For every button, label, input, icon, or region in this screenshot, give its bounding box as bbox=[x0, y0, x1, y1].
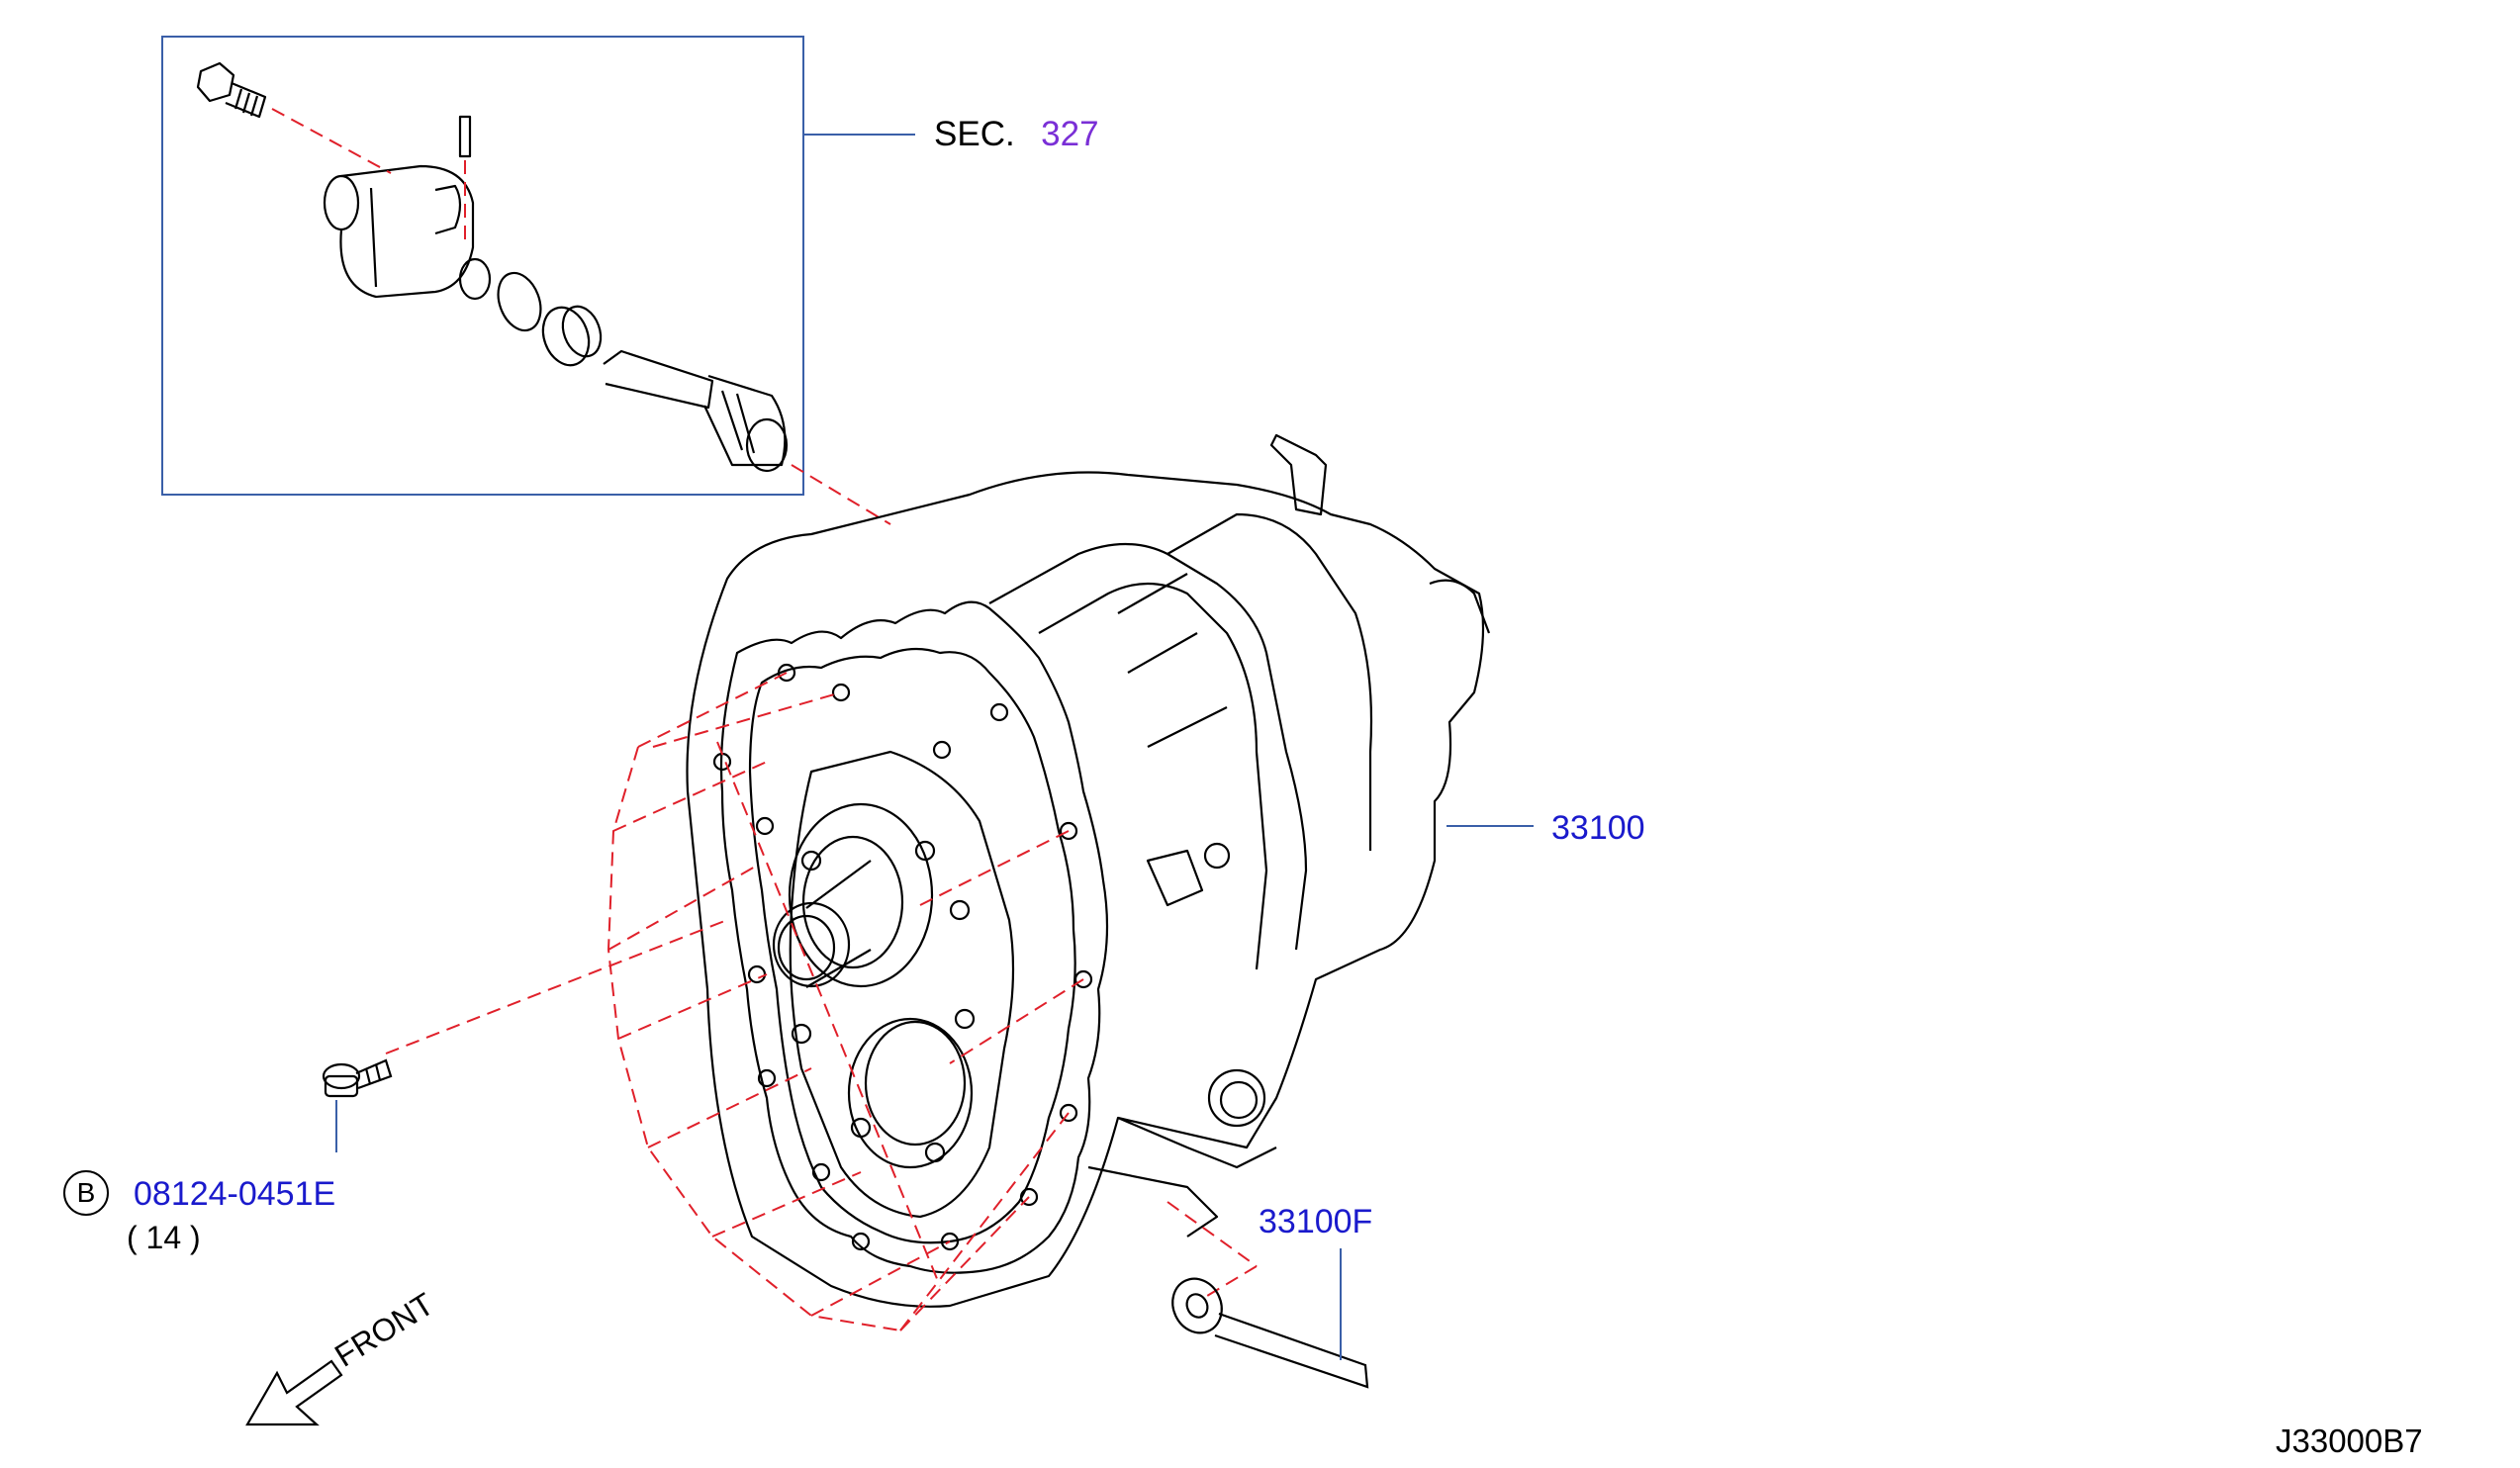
sec-327-inset-frame bbox=[161, 36, 804, 496]
bolt-circle-code: B bbox=[63, 1170, 109, 1216]
pin-drawing bbox=[458, 115, 472, 158]
bolt-quantity: ( 14 ) bbox=[127, 1220, 201, 1255]
bracket-drawing bbox=[1171, 1277, 1369, 1389]
bolt-part-number[interactable]: 08124-0451E bbox=[134, 1175, 336, 1213]
diagram-code: J33000B7 bbox=[2276, 1422, 2423, 1459]
shaft-drawing bbox=[603, 349, 789, 473]
o-ring-drawing bbox=[497, 271, 542, 332]
mounting-bolt-drawing bbox=[322, 1058, 393, 1098]
sec-prefix: SEC. bbox=[934, 115, 1015, 153]
sec-number-link[interactable]: 327 bbox=[1041, 115, 1099, 153]
part-number-33100F[interactable]: 33100F bbox=[1259, 1203, 1373, 1240]
small-bolt-drawing bbox=[196, 61, 267, 119]
section-reference: SEC. 327 bbox=[934, 117, 1099, 151]
bolt-pattern-guides bbox=[385, 672, 1258, 1331]
transfer-case-drawing bbox=[686, 433, 1491, 1308]
part-number-33100[interactable]: 33100 bbox=[1551, 809, 1645, 847]
collar-drawing bbox=[541, 305, 603, 367]
actuator-drawing bbox=[323, 164, 492, 301]
front-arrow-icon bbox=[245, 1359, 343, 1426]
inset-parts bbox=[196, 61, 789, 473]
inset-guides bbox=[271, 108, 891, 525]
